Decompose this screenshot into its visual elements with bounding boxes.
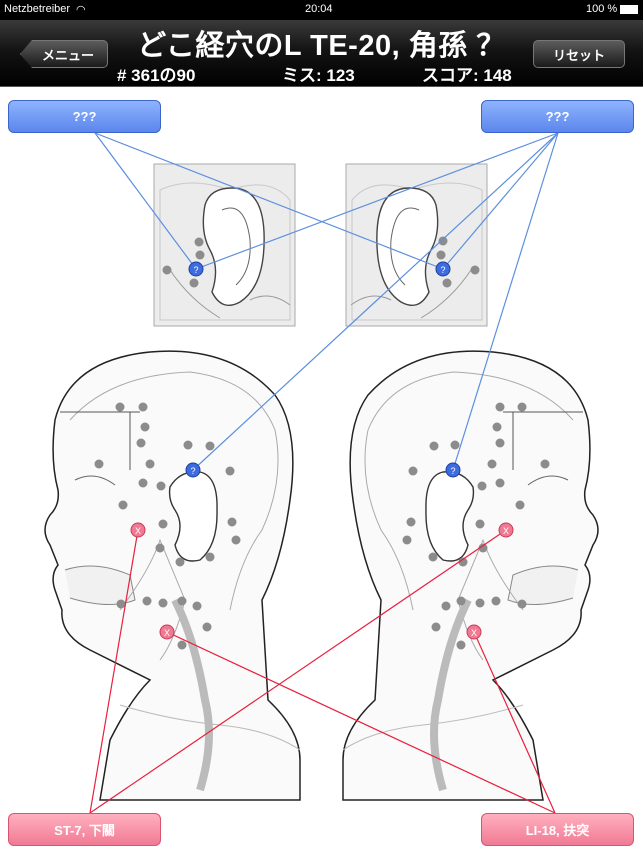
wrong-mark: X	[503, 526, 509, 536]
status-bar: Netzbetreiber ◠ 20:04 100 %	[0, 0, 643, 20]
wrong-mark: X	[135, 526, 141, 536]
question-mark: ?	[190, 466, 195, 476]
question-counter: # 361の90	[117, 66, 196, 85]
reset-button[interactable]: リセット	[533, 40, 625, 68]
wrong-marker[interactable]: X	[498, 522, 514, 538]
ear-panel-right	[345, 163, 488, 327]
battery-icon	[620, 5, 638, 14]
ear-panel-left	[153, 163, 296, 327]
answer-button-top-left[interactable]: ???	[8, 100, 161, 133]
answer-button-top-right[interactable]: ???	[481, 100, 634, 133]
wifi-icon: ◠	[76, 4, 86, 16]
answer-button-bottom-right[interactable]: LI-18, 扶突	[481, 813, 634, 846]
question-marker[interactable]: ?	[445, 462, 461, 478]
battery-label: 100 %	[586, 3, 618, 15]
wrong-mark: X	[471, 628, 477, 638]
menu-button[interactable]: メニュー	[20, 40, 108, 68]
left-head-illustration	[44, 350, 301, 801]
question-mark: ?	[440, 265, 445, 275]
wrong-marker[interactable]: X	[159, 624, 175, 640]
acupuncture-diagram: ? ? ? ? X X X X	[44, 132, 599, 814]
top-toolbar: どこ経穴のL TE-20, 角孫 ？ メニュー リセット # 361の90 ミス…	[0, 20, 643, 87]
clock: 20:04	[305, 3, 333, 15]
question-mark: ?	[193, 265, 198, 275]
miss-count: ミス: 123	[282, 66, 355, 85]
answer-button-bottom-left[interactable]: ST-7, 下關	[8, 813, 161, 846]
red-connector-lines	[89, 529, 556, 814]
score: スコア: 148	[422, 66, 512, 85]
wrong-marker[interactable]: X	[130, 522, 146, 538]
question-mark: ?	[450, 466, 455, 476]
acupoint-markers	[94, 236, 550, 650]
carrier-label: Netzbetreiber	[4, 3, 71, 15]
question-marker[interactable]: ?	[185, 462, 201, 478]
question-marker[interactable]: ?	[188, 261, 204, 277]
wrong-marker[interactable]: X	[466, 624, 482, 640]
blue-connector-lines	[94, 132, 559, 471]
question-marker[interactable]: ?	[435, 261, 451, 277]
wrong-mark: X	[164, 628, 170, 638]
quiz-title: どこ経穴のL TE-20, 角孫 ？	[137, 30, 506, 62]
right-head-illustration	[342, 350, 599, 801]
